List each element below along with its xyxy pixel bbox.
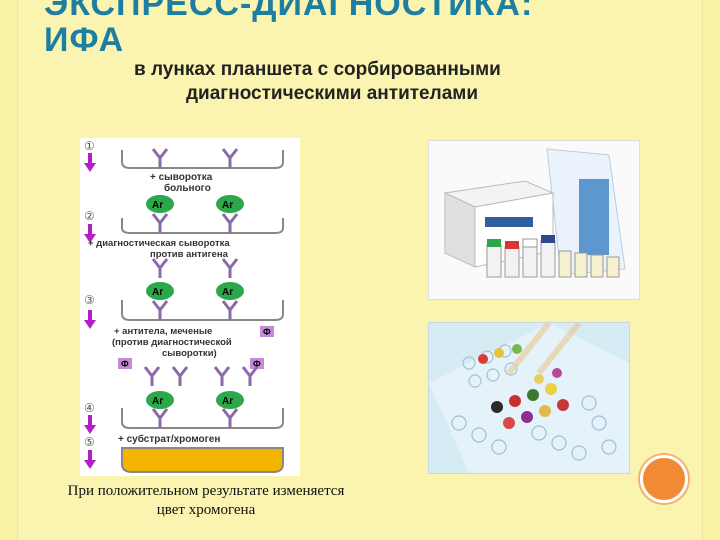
well-1	[122, 150, 283, 168]
antibody-1a-icon	[153, 149, 167, 168]
step-1-arrow-icon	[84, 153, 96, 172]
step-2-label-1: + диагностическая сыворотка	[88, 238, 230, 249]
step-4-number: ④	[84, 401, 95, 415]
antigen-2a-label: Аг	[152, 287, 163, 298]
step-2-label-2: против антигена	[150, 249, 229, 260]
subtitle-line-2: диагностическими антителами	[134, 82, 604, 106]
antibody-2b-icon	[223, 214, 237, 233]
well-3	[122, 300, 283, 320]
slide-title: ЭКСПРЕСС-ДИАГНОСТИКА: ИФА	[44, 0, 664, 58]
step-3-label-2: (против диагностической	[112, 337, 232, 348]
labeled-antibody-1-icon	[145, 367, 159, 386]
caption-line-2: цвет хромогена	[36, 501, 376, 520]
antibody-2c-icon	[153, 259, 167, 278]
slide-subtitle: в лунках планшета с сорбированными диагн…	[134, 58, 604, 106]
caption: При положительном результате изменяется …	[36, 482, 376, 520]
microplate-image	[429, 323, 629, 473]
well-5-chromogen	[122, 448, 283, 472]
antigen-1b-label: Аг	[222, 200, 233, 211]
well-2	[122, 218, 283, 233]
antibody-1b-icon	[223, 149, 237, 168]
step-1-label-1: + сыворотка	[150, 172, 213, 183]
step-1-label-2: больного	[164, 182, 211, 194]
elisa-kit-image	[429, 141, 639, 299]
antigen-2b-label: Аг	[222, 287, 233, 298]
antibody-3b-icon	[223, 301, 237, 320]
title-line-2: ИФА	[44, 22, 664, 58]
step-5-number: ⑤	[84, 435, 95, 449]
well-4	[122, 408, 283, 428]
antigen-3a-label: Аг	[152, 396, 163, 407]
step-3-arrow-icon	[84, 310, 96, 329]
step-3-label-1: + антитела, меченые	[114, 326, 212, 337]
step-1-number: ①	[84, 139, 95, 153]
decorative-circle	[640, 455, 688, 503]
title-line-1: ЭКСПРЕСС-ДИАГНОСТИКА:	[44, 0, 664, 22]
labeled-antibody-2-icon	[173, 367, 187, 386]
antibody-4a-icon	[153, 409, 167, 428]
step-5-label: + субстрат/хромоген	[118, 433, 220, 445]
antibody-3a-icon	[153, 301, 167, 320]
antigen-3b-label: Аг	[222, 396, 233, 407]
enzyme-label-top: Ф	[263, 327, 271, 337]
step-3-number: ③	[84, 293, 95, 307]
antibody-2a-icon	[153, 214, 167, 233]
step-3-label-3: сыворотки)	[162, 348, 217, 359]
antibody-2d-icon	[223, 259, 237, 278]
antibody-4b-icon	[223, 409, 237, 428]
subtitle-line-1: в лунках планшета с сорбированными	[134, 59, 501, 80]
step-4-arrow-icon	[84, 415, 96, 434]
microplate-photo	[428, 322, 630, 474]
antigen-1a-label: Аг	[152, 200, 163, 211]
elisa-diagram-svg: ① + сыворотка больного Аг Аг ② + диагнос…	[80, 138, 300, 476]
caption-line-1: При положительном результате изменяется	[36, 482, 376, 501]
step-2-number: ②	[84, 209, 95, 223]
elisa-kit-photo	[428, 140, 640, 300]
elisa-diagram: ① + сыворотка больного Аг Аг ② + диагнос…	[80, 138, 300, 476]
labeled-antibody-4-icon	[243, 367, 257, 386]
labeled-antibody-3-icon	[215, 367, 229, 386]
enzyme-1-label: Ф	[121, 359, 129, 369]
step-5-arrow-icon	[84, 450, 96, 469]
